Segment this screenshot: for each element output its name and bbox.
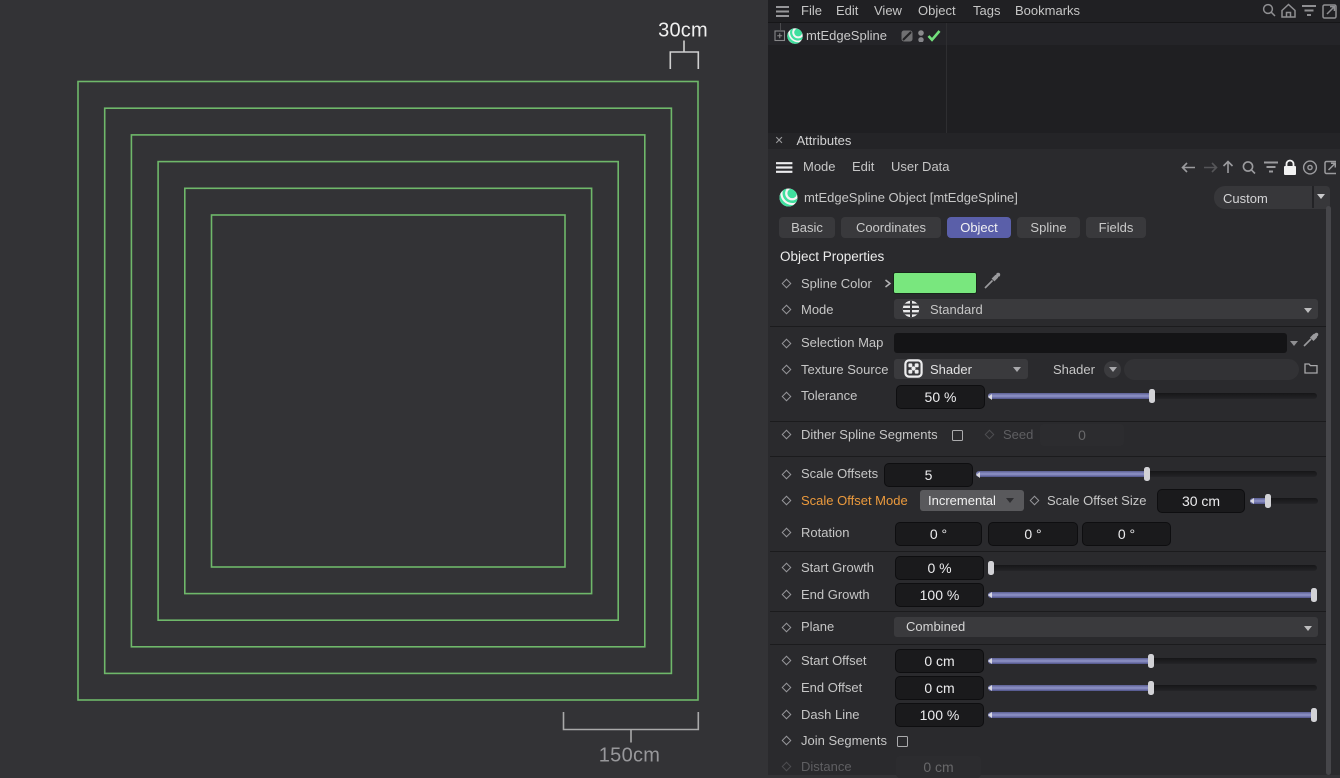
svg-text:30cm: 30cm (658, 19, 708, 41)
svg-text:150cm: 150cm (599, 745, 661, 767)
